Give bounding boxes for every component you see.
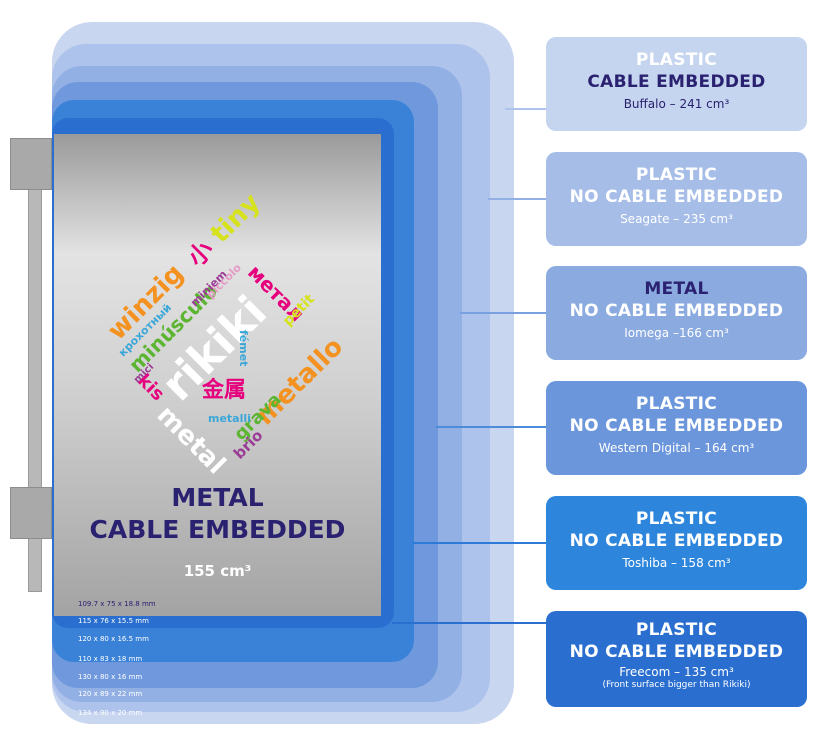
connector-iomega [460, 312, 547, 314]
product-volume: Iomega –166 cm³ [624, 326, 729, 340]
cable-label: NO CABLE EMBEDDED [569, 642, 784, 662]
material-label: PLASTIC [635, 394, 718, 414]
product-note: (Front surface bigger than Rikiki) [602, 680, 751, 690]
dimension-buffalo: 134 x 90 x 20 mm [78, 709, 143, 717]
connector-wd [436, 426, 547, 428]
dimension-freecom: 115 x 76 x 15.5 mm [78, 617, 149, 625]
product-volume: Buffalo – 241 cm³ [623, 97, 730, 111]
product-volume: Freecom – 135 cm³ [619, 665, 734, 679]
dimension-rikiki: 109.7 x 75 x 18.8 mm [78, 600, 156, 608]
comparison-box-iomega: METAL NO CABLE EMBEDDED Iomega –166 cm³ [546, 266, 807, 360]
rikiki-title-line1: METAL [171, 483, 264, 512]
cable-label: NO CABLE EMBEDDED [569, 187, 784, 207]
material-label: PLASTIC [635, 165, 718, 185]
material-label: PLASTIC [635, 509, 718, 529]
dimension-toshiba: 120 x 80 x 16.5 mm [78, 635, 149, 643]
side-clip-top [10, 138, 52, 190]
rikiki-title-line2: CABLE EMBEDDED [89, 515, 346, 544]
connector-freecom [392, 622, 547, 624]
product-volume: Western Digital – 164 cm³ [598, 441, 755, 455]
side-clip-bottom [10, 487, 52, 539]
logo-word: fémet [237, 330, 250, 367]
rikiki-drive-face [54, 134, 381, 616]
cable-label: NO CABLE EMBEDDED [569, 531, 784, 551]
cable-label: NO CABLE EMBEDDED [569, 301, 784, 321]
dimension-iomega: 130 x 80 x 16 mm [78, 673, 143, 681]
rikiki-logo-wordcloud: rikiki winzig 小 tiny метал minúsculo кpо… [80, 188, 350, 481]
material-label: PLASTIC [635, 50, 718, 70]
product-volume: Toshiba – 158 cm³ [622, 556, 731, 570]
cable-label: NO CABLE EMBEDDED [569, 416, 784, 436]
comparison-box-freecom: PLASTIC NO CABLE EMBEDDED Freecom – 135 … [546, 611, 807, 707]
connector-toshiba [412, 542, 547, 544]
rikiki-title: METAL CABLE EMBEDDED [54, 482, 381, 546]
comparison-box-seagate: PLASTIC NO CABLE EMBEDDED Seagate – 235 … [546, 152, 807, 246]
product-volume: Seagate – 235 cm³ [620, 212, 733, 226]
dimension-seagate: 120 x 89 x 22 mm [78, 690, 143, 698]
comparison-box-western-digital: PLASTIC NO CABLE EMBEDDED Western Digita… [546, 381, 807, 475]
connector-buffalo [505, 108, 547, 110]
dimension-wd: 110 x 83 x 18 mm [78, 655, 143, 663]
cable-label: CABLE EMBEDDED [587, 72, 766, 92]
comparison-box-buffalo: PLASTIC CABLE EMBEDDED Buffalo – 241 cm³ [546, 37, 807, 131]
material-label: METAL [644, 279, 709, 299]
comparison-box-toshiba: PLASTIC NO CABLE EMBEDDED Toshiba – 158 … [546, 496, 807, 590]
logo-word: 金属 [202, 378, 247, 403]
material-label: PLASTIC [635, 620, 718, 640]
logo-word: metalli [208, 412, 251, 425]
rikiki-volume: 155 cm³ [183, 562, 252, 580]
connector-seagate [488, 198, 547, 200]
